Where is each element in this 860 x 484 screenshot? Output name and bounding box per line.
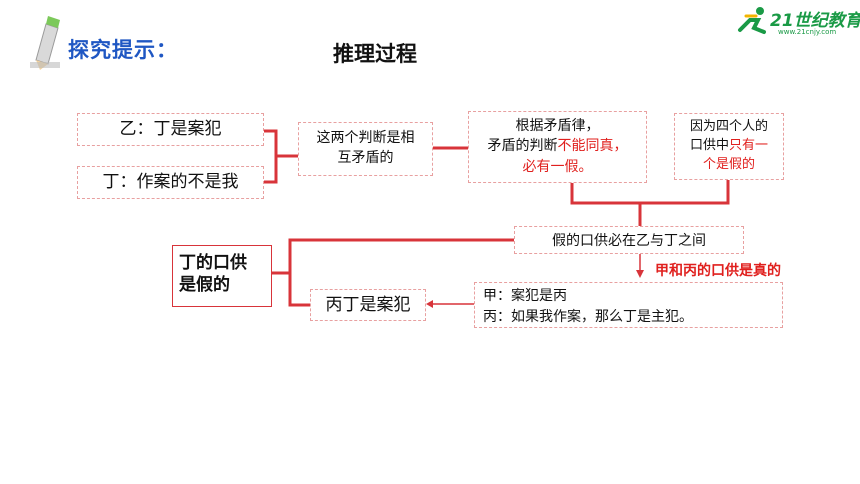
four-people-box: 因为四个人的 口供中只有一 个是假的 <box>674 113 784 180</box>
runner-icon <box>738 7 766 34</box>
contradict-box: 这两个判断是相 互矛盾的 <box>298 122 433 176</box>
hint-title: 探究提示： <box>68 38 178 62</box>
logo-text: 21世纪教育 <box>770 11 860 31</box>
left-arrow-head <box>426 300 433 308</box>
false-between-box: 假的口供必在乙与丁之间 <box>514 226 744 254</box>
law-box: 根据矛盾律， 矛盾的判断不能同真， 必有一假。 <box>468 111 647 183</box>
page-title: 推理过程 <box>333 42 417 66</box>
jia-bing-true-label: 甲和丙的口供是真的 <box>655 263 781 279</box>
logo: 21世纪教育 www.21cnjy.com <box>736 4 860 40</box>
conclusion-box: 丁的口供 是假的 <box>172 245 272 307</box>
law-four-bracket <box>570 180 730 205</box>
statement-ding: 丁：作案的不是我 <box>77 166 264 199</box>
down-arrow-head <box>636 270 644 278</box>
logo-url: www.21cnjy.com <box>778 28 837 36</box>
jia-bing-box: 甲：案犯是丙 丙：如果我作案，那么丁是主犯。 <box>474 282 783 328</box>
bing-ding-box: 丙丁是案犯 <box>310 289 426 321</box>
statement-yi: 乙：丁是案犯 <box>77 113 264 146</box>
statements-bracket <box>264 129 278 184</box>
pencil-icon <box>30 16 60 70</box>
